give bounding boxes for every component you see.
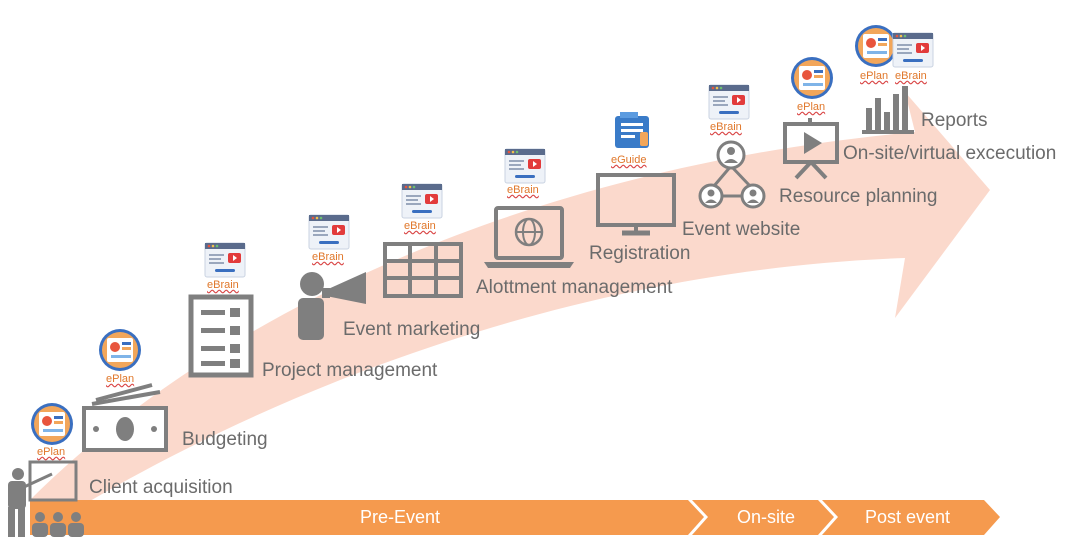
grid-table-icon (383, 242, 463, 298)
step-label-client-acquisition: Client acquisition (89, 477, 233, 498)
ebrain-app-icon (504, 148, 546, 184)
money-icon (82, 383, 168, 452)
eplan-app-icon (99, 329, 141, 371)
phase-label-pre-event: Pre-Event (360, 507, 441, 527)
step-label-reports: Reports (921, 110, 988, 131)
tool-tag-eplan: ePlan (797, 101, 826, 113)
step-label-on-site-execution: On-site/virtual excecution (843, 143, 1057, 164)
tool-tag-ebrain: eBrain (404, 220, 436, 232)
presenter-icon (8, 460, 84, 537)
tool-tag-ebrain: eBrain (710, 121, 742, 133)
megaphone-icon (298, 272, 366, 340)
monitor-icon (596, 173, 676, 236)
tool-tag-ebrain: eBrain (895, 70, 927, 82)
step-label-budgeting: Budgeting (182, 429, 268, 450)
laptop-globe-icon (484, 206, 574, 268)
phase-bar (30, 500, 1000, 535)
phase-label-post-event: Post event (865, 507, 951, 527)
network-people-icon (698, 140, 766, 209)
eplan-app-icon (31, 403, 73, 445)
step-label-resource-planning: Resource planning (779, 186, 938, 207)
ebrain-app-icon (401, 183, 443, 219)
ebrain-app-icon (204, 242, 246, 278)
eplan-app-icon (855, 25, 897, 67)
bar-chart-icon (862, 86, 914, 134)
tool-tag-eplan: ePlan (860, 70, 889, 82)
step-label-registration: Registration (589, 243, 691, 264)
step-label-event-website: Event website (682, 219, 801, 240)
ebrain-app-icon (308, 214, 350, 250)
phase-chevron-post-event (822, 500, 1000, 535)
phase-chevron-pre-event (30, 500, 704, 535)
tool-tag-ebrain: eBrain (507, 184, 539, 196)
eplan-app-icon (791, 57, 833, 99)
step-label-alottment-management: Alottment management (476, 277, 673, 298)
checklist-icon (188, 294, 254, 378)
step-label-event-marketing: Event marketing (343, 319, 481, 340)
ebrain-app-icon (708, 84, 750, 120)
tool-tag-eguide: eGuide (611, 154, 647, 166)
phase-chevron-on-site (692, 500, 834, 535)
tool-tag-ebrain: eBrain (312, 251, 344, 263)
eguide-app-icon (615, 112, 649, 148)
tool-tag-eplan: ePlan (37, 446, 66, 458)
phase-label-on-site: On-site (737, 507, 796, 527)
ebrain-app-icon (892, 32, 934, 68)
tool-tag-ebrain: eBrain (207, 279, 239, 291)
presentation-screen-icon (783, 118, 839, 180)
step-label-project-management: Project management (262, 360, 438, 381)
tool-tag-eplan: ePlan (106, 373, 135, 385)
